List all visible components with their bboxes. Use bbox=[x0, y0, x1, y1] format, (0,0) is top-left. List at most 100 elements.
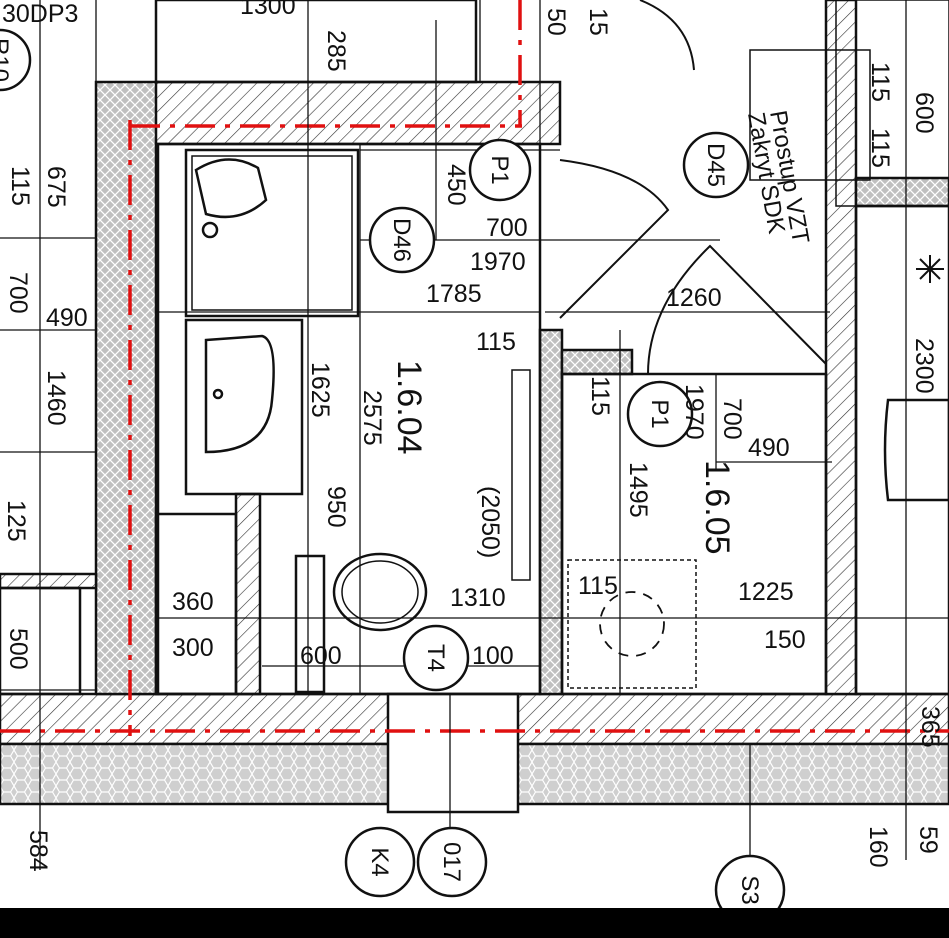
dimension-lines bbox=[0, 0, 949, 870]
entrance-opening bbox=[386, 692, 520, 814]
fixtures bbox=[194, 158, 949, 657]
vzt-shaft-box bbox=[749, 49, 871, 181]
tag-o17: 017 bbox=[438, 842, 465, 882]
tag-p1-top-circle bbox=[468, 138, 532, 202]
door-swing-wc bbox=[647, 244, 827, 375]
dim-490-right: 490 bbox=[748, 434, 790, 462]
dim-1970-wc: 1970 bbox=[680, 384, 708, 440]
dim-700-top: 700 bbox=[486, 214, 528, 242]
tag-p1-mid-circle bbox=[626, 380, 694, 448]
dim-700-left: 700 bbox=[4, 272, 32, 314]
dim-360: 360 bbox=[172, 588, 214, 616]
shower-tray-icon bbox=[194, 158, 268, 219]
room-label-1605: 1.6.05 bbox=[698, 460, 736, 555]
top-left-block bbox=[154, 0, 478, 84]
code-top-left: 30DP3 bbox=[2, 0, 78, 28]
tag-k4: K4 bbox=[366, 847, 393, 876]
dim-285: 285 bbox=[322, 30, 350, 72]
tag-t4: T4 bbox=[422, 644, 449, 672]
tag-p1-top: P1 bbox=[486, 155, 513, 184]
top-right-block bbox=[835, 0, 949, 207]
tag-d45-circle bbox=[682, 131, 750, 199]
wall-top-right bbox=[854, 176, 949, 208]
dim-300: 300 bbox=[172, 634, 214, 662]
washer-fixture-icon bbox=[883, 398, 949, 502]
tag-d46: D46 bbox=[388, 218, 415, 262]
wall-shaft-right bbox=[538, 328, 564, 696]
dim-600-wc: 600 bbox=[300, 642, 342, 670]
dim-450: 450 bbox=[442, 164, 470, 206]
laundry-box bbox=[567, 559, 697, 689]
wall-storage-divider bbox=[234, 492, 262, 696]
vertical-panel bbox=[511, 369, 531, 581]
door-swing-top bbox=[639, 0, 695, 71]
dimension-labels-horizontal: 1300 490 700 1970 1785 115 1310 360 300 … bbox=[46, 0, 806, 670]
basin-drain-icon bbox=[212, 388, 224, 400]
dim-1970-top: 1970 bbox=[470, 248, 526, 276]
dim-700-wc: 700 bbox=[718, 398, 746, 440]
wall-lintel bbox=[560, 348, 634, 376]
wall-top-bathroom bbox=[154, 80, 562, 146]
tag-r10: R10 bbox=[0, 38, 13, 82]
dim-600-right: 600 bbox=[910, 92, 938, 134]
shower-inner bbox=[191, 155, 353, 311]
dim-115-left: 115 bbox=[6, 166, 34, 206]
tag-s3-circle bbox=[714, 854, 786, 908]
dim-500: 500 bbox=[4, 628, 32, 670]
tag-p1-mid: P1 bbox=[646, 399, 673, 428]
wall-far-left bbox=[0, 572, 98, 590]
tag-r10-circle bbox=[0, 28, 32, 92]
door-swing-bathroom bbox=[559, 159, 670, 319]
dim-50: 50 bbox=[542, 8, 570, 36]
wall-left-partition bbox=[94, 80, 160, 696]
room-outlines bbox=[0, 0, 949, 696]
dim-115-r2: 115 bbox=[866, 128, 894, 168]
star-symbol-icon bbox=[916, 255, 944, 283]
tag-o17-circle bbox=[416, 826, 488, 898]
dim-1495: 1495 bbox=[624, 462, 652, 518]
axis-lines bbox=[0, 0, 949, 736]
dim-150: 150 bbox=[764, 626, 806, 654]
toilet-seat-icon bbox=[341, 560, 419, 624]
bottom-bar bbox=[0, 908, 949, 938]
dim-490-left: 490 bbox=[46, 304, 88, 332]
tag-s3: S3 bbox=[736, 875, 763, 904]
dim-160: 160 bbox=[864, 826, 892, 868]
tag-circles bbox=[0, 28, 786, 908]
dim-115-mid: 115 bbox=[476, 328, 516, 356]
dim-1300: 1300 bbox=[240, 0, 296, 20]
tag-d45: D45 bbox=[702, 143, 729, 187]
tag-d46-circle bbox=[368, 206, 436, 274]
dim-2050: (2050) bbox=[476, 486, 504, 558]
dim-584: 584 bbox=[24, 830, 52, 872]
storage-left bbox=[154, 512, 238, 696]
wc-room-outline bbox=[560, 372, 828, 696]
dim-59: 59 bbox=[914, 826, 942, 854]
floor-drain-icon bbox=[599, 591, 665, 657]
shower-head-icon bbox=[201, 221, 219, 239]
dim-115-shaft: 115 bbox=[586, 376, 614, 416]
dim-1625: 1625 bbox=[306, 362, 334, 418]
washbasin-counter bbox=[184, 318, 304, 496]
tag-labels: P1 D46 D45 P1 T4 K4 017 S3 R10 bbox=[0, 38, 763, 905]
dim-1225: 1225 bbox=[738, 578, 794, 606]
wall-right-room bbox=[824, 0, 858, 696]
dim-365: 365 bbox=[916, 706, 944, 748]
dim-675: 675 bbox=[42, 166, 70, 208]
dim-2575: 2575 bbox=[358, 390, 386, 446]
dim-115-wc: 115 bbox=[578, 572, 618, 600]
dim-1460: 1460 bbox=[42, 370, 70, 426]
dim-1785: 1785 bbox=[426, 280, 482, 308]
dim-115-r1: 115 bbox=[866, 62, 894, 102]
doors bbox=[559, 0, 827, 375]
dim-950: 950 bbox=[322, 486, 350, 528]
walls bbox=[0, 0, 949, 814]
tag-k4-circle bbox=[344, 826, 416, 898]
tag-t4-circle bbox=[402, 624, 470, 692]
dim-100: 100 bbox=[472, 642, 514, 670]
dim-2300: 2300 bbox=[910, 338, 938, 394]
dim-1260: 1260 bbox=[666, 284, 722, 312]
dimension-labels-vertical: 285 50 15 675 115 700 1460 125 500 584 4… bbox=[2, 8, 944, 872]
washbasin-icon bbox=[204, 334, 275, 454]
